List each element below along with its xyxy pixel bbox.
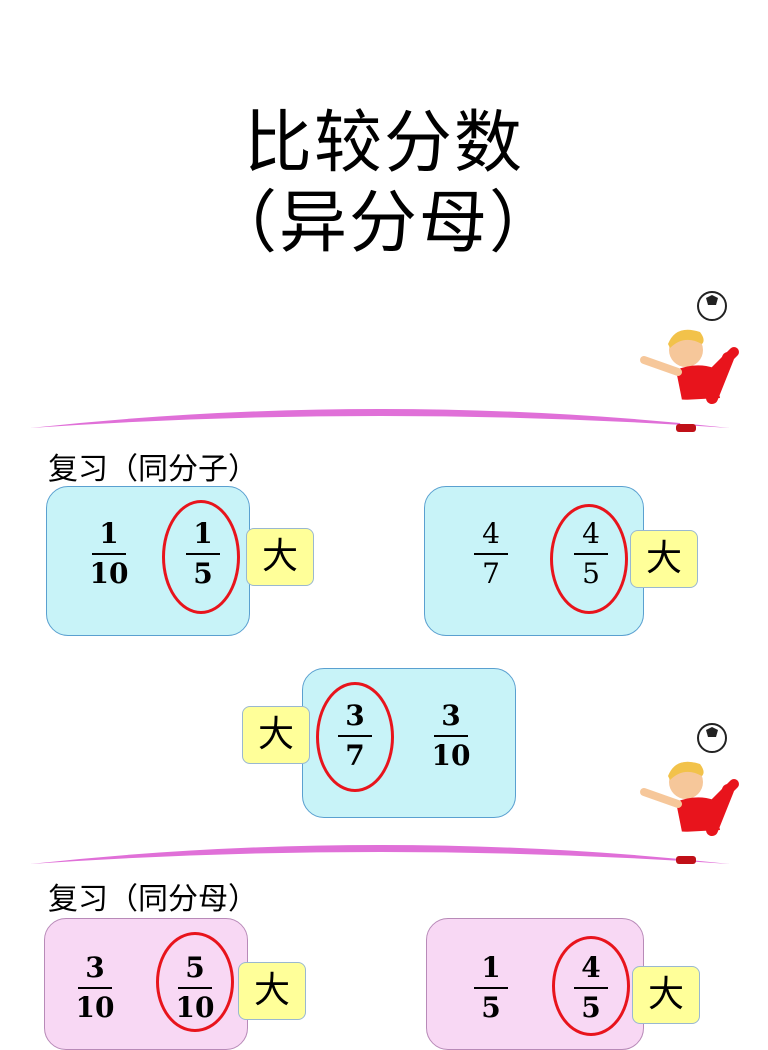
fraction-b-left: 4 7 bbox=[466, 520, 516, 588]
pink-swoosh-divider bbox=[30, 409, 730, 428]
fraction-bar bbox=[474, 553, 508, 555]
section-label-same-denominator: 复习（同分母） bbox=[48, 882, 258, 917]
fraction-d-left: 3 10 bbox=[70, 954, 120, 1022]
fraction-e-left: 1 5 bbox=[466, 954, 516, 1022]
fraction-bar bbox=[474, 987, 508, 989]
denominator: 7 bbox=[482, 557, 500, 590]
denominator: 10 bbox=[89, 557, 129, 590]
numerator: 3 bbox=[85, 951, 105, 984]
selection-ring-d bbox=[156, 932, 234, 1032]
selection-ring-b bbox=[550, 504, 628, 614]
denominator: 10 bbox=[431, 739, 471, 772]
badge-greater-c: 大 bbox=[242, 706, 310, 764]
numerator: 4 bbox=[482, 517, 500, 550]
fraction-bar bbox=[92, 553, 126, 555]
fraction-a-left: 1 10 bbox=[84, 520, 134, 588]
denominator: 10 bbox=[75, 991, 115, 1024]
badge-greater-e: 大 bbox=[632, 966, 700, 1024]
selection-ring-c bbox=[316, 682, 394, 792]
selection-ring-e bbox=[552, 936, 630, 1036]
pink-swoosh-divider bbox=[30, 845, 730, 864]
badge-greater-a: 大 bbox=[246, 528, 314, 586]
badge-greater-d: 大 bbox=[238, 962, 306, 1020]
numerator: 3 bbox=[441, 699, 461, 732]
denominator: 5 bbox=[481, 991, 501, 1024]
title-line-2: （异分母） bbox=[208, 184, 559, 263]
title-line-1: 比较分数 bbox=[243, 104, 524, 183]
numerator: 1 bbox=[481, 951, 501, 984]
badge-greater-b: 大 bbox=[630, 530, 698, 588]
numerator: 1 bbox=[99, 517, 119, 550]
fraction-bar bbox=[78, 987, 112, 989]
selection-ring-a bbox=[162, 500, 240, 614]
fraction-c-right: 3 10 bbox=[426, 702, 476, 770]
fraction-bar bbox=[434, 735, 468, 737]
soccer-player-icon bbox=[640, 291, 739, 432]
section-label-same-numerator: 复习（同分子） bbox=[48, 452, 258, 487]
soccer-player-icon bbox=[640, 723, 739, 864]
